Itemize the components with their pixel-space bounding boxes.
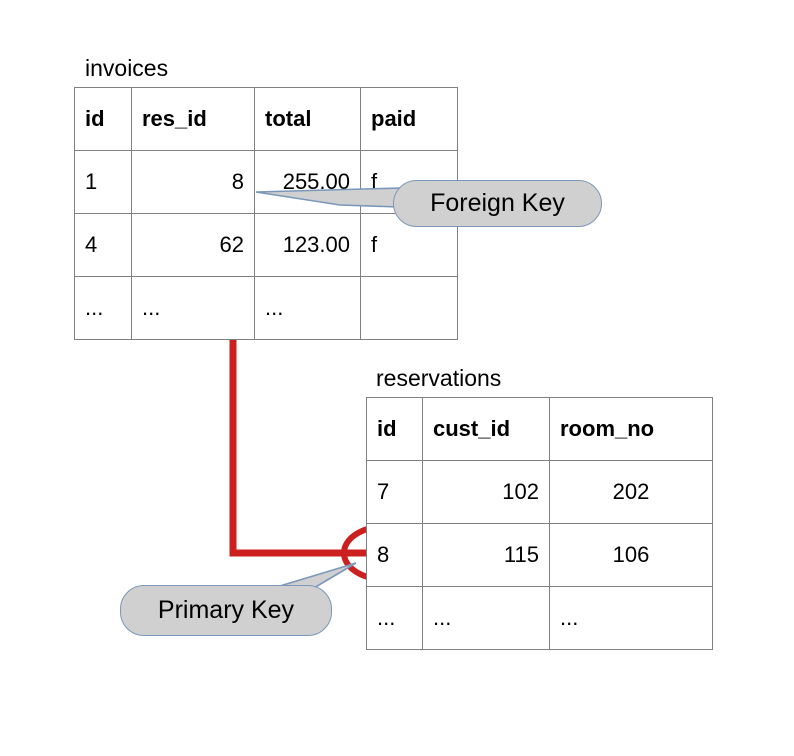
invoices-table-caption: invoices — [85, 55, 169, 81]
column-header-total: total — [254, 87, 361, 151]
invoices-table: id res_id total paid 1 8 255.00 f 4 62 1… — [74, 87, 458, 340]
cell-id: 7 — [366, 460, 423, 524]
cell-res-id: ... — [131, 276, 255, 340]
column-header-id: id — [366, 397, 423, 461]
table-header-row: id cust_id room_no — [366, 397, 713, 461]
primary-key-callout-label: Primary Key — [157, 596, 295, 624]
column-header-res-id: res_id — [131, 87, 255, 151]
cell-cust-id: 115 — [422, 523, 550, 587]
cell-id: 4 — [74, 213, 132, 277]
primary-key-callout: Primary Key — [120, 585, 332, 636]
cell-room-no: 106 — [549, 523, 713, 587]
table-row: 8 115 106 — [366, 523, 713, 587]
cell-id: ... — [366, 586, 423, 650]
cell-id: ... — [74, 276, 132, 340]
table-row: 7 102 202 — [366, 460, 713, 524]
table-row: ... ... ... — [74, 276, 458, 340]
cell-total: 255.00 — [254, 150, 361, 214]
table-header-row: id res_id total paid — [74, 87, 458, 151]
column-header-paid: paid — [360, 87, 458, 151]
reservations-table: id cust_id room_no 7 102 202 8 115 106 .… — [366, 397, 713, 650]
foreign-key-callout: Foreign Key — [393, 180, 602, 227]
cell-res-id: 8 — [131, 150, 255, 214]
cell-id: 1 — [74, 150, 132, 214]
foreign-key-callout-label: Foreign Key — [430, 189, 565, 217]
table-row: 4 62 123.00 f — [74, 213, 458, 277]
cell-cust-id: ... — [422, 586, 550, 650]
table-row: ... ... ... — [366, 586, 713, 650]
cell-total: ... — [254, 276, 361, 340]
cell-room-no: ... — [549, 586, 713, 650]
cell-id: 8 — [366, 523, 423, 587]
reservations-table-caption: reservations — [376, 365, 502, 391]
cell-total: 123.00 — [254, 213, 361, 277]
cell-room-no: 202 — [549, 460, 713, 524]
cell-cust-id: 102 — [422, 460, 550, 524]
cell-res-id: 62 — [131, 213, 255, 277]
cell-paid — [360, 276, 458, 340]
column-header-cust-id: cust_id — [422, 397, 550, 461]
column-header-room-no: room_no — [549, 397, 713, 461]
column-header-id: id — [74, 87, 132, 151]
